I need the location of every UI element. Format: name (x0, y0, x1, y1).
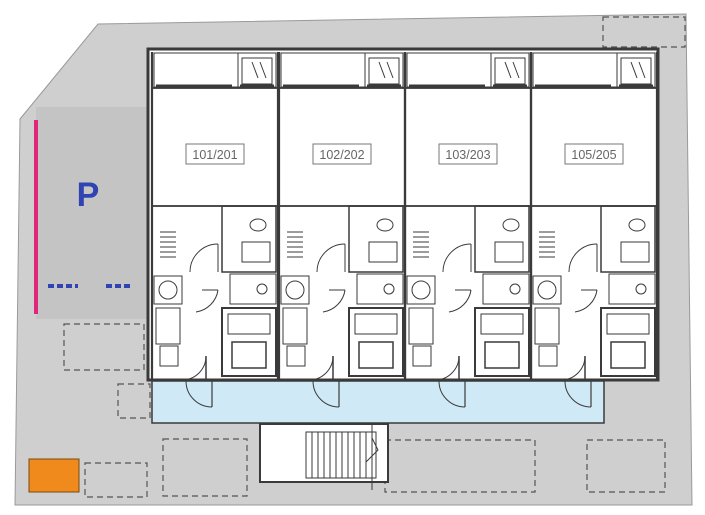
unit-label: 105/205 (571, 148, 616, 162)
sink (383, 283, 395, 295)
unit-label: 101/201 (192, 148, 237, 162)
toilet (376, 218, 394, 232)
door-arc (322, 289, 346, 313)
corridor (151, 380, 605, 424)
corridor-door-arc (438, 380, 466, 408)
washer (537, 280, 557, 300)
parking-space (36, 107, 149, 319)
units-layer: 101/201 102/202 103/203 105/205 (150, 52, 659, 408)
entrance-stairs (259, 423, 389, 490)
unit-label-box (564, 143, 624, 165)
utility-box (28, 458, 80, 493)
unit-label: 102/202 (319, 148, 364, 162)
door-arc (574, 289, 598, 313)
washer (411, 280, 431, 300)
unit: 103/203 (403, 52, 533, 408)
unit-label-box (438, 143, 498, 165)
sink (256, 283, 268, 295)
corridor-door-arc (312, 380, 340, 408)
toilet (502, 218, 520, 232)
parking-label: P (77, 176, 100, 214)
toilet (249, 218, 267, 232)
door-arc (189, 243, 219, 273)
washer (285, 280, 305, 300)
corridor-door-arc (564, 380, 592, 408)
door-arc (316, 243, 346, 273)
door-arc (442, 243, 472, 273)
door-arc (448, 289, 472, 313)
sink (509, 283, 521, 295)
unit: 102/202 (277, 52, 407, 408)
door-arc (568, 243, 598, 273)
unit-label: 103/203 (445, 148, 490, 162)
unit-label-box (312, 143, 372, 165)
washer (158, 280, 178, 300)
unit: 105/205 (529, 52, 659, 408)
sink (635, 283, 647, 295)
toilet (628, 218, 646, 232)
parking-area: P (34, 107, 149, 319)
unit-label-box (185, 143, 245, 165)
corridor-door-arc (185, 380, 213, 408)
dashed-outlines (63, 16, 686, 498)
door-arc (195, 289, 219, 313)
